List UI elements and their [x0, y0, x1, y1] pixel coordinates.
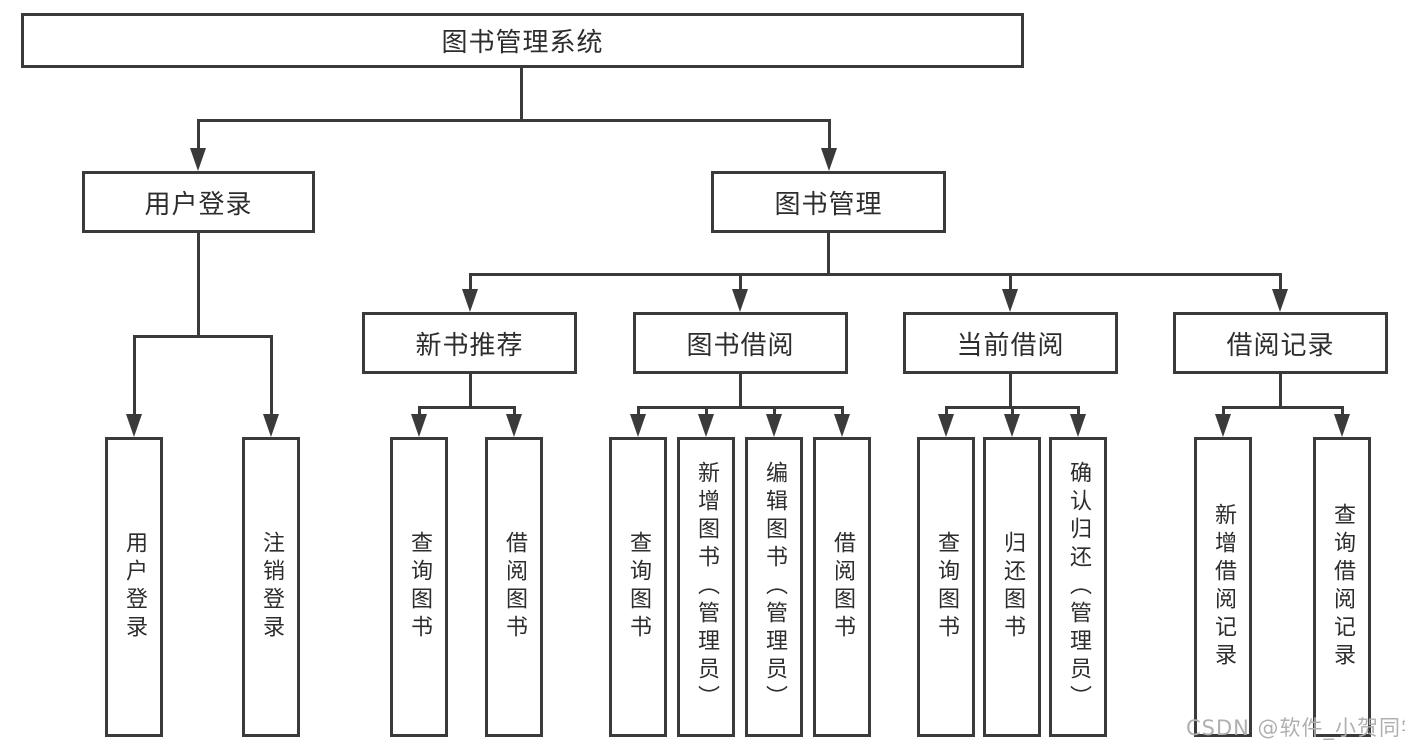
- arrow-down-icon: [190, 148, 206, 171]
- node-current-borrow: 当前借阅: [903, 312, 1118, 374]
- connector-line: [270, 335, 273, 417]
- connector-line: [197, 119, 831, 122]
- connector-line: [469, 374, 472, 408]
- connector-line: [1222, 406, 1344, 409]
- connector-line: [945, 406, 948, 418]
- leaf-add-borrow-record: 新增借阅记录: [1194, 437, 1252, 737]
- node-label: 新书推荐: [415, 330, 524, 361]
- node-label: 当前借阅: [956, 330, 1065, 361]
- leaf-logout: 注销登录: [242, 437, 300, 737]
- node-label: 用户登录: [144, 189, 253, 220]
- arrow-down-icon: [938, 414, 954, 437]
- arrow-down-icon: [411, 414, 427, 437]
- connector-line: [513, 406, 516, 418]
- arrow-down-icon: [732, 289, 748, 312]
- arrow-down-icon: [1004, 414, 1020, 437]
- connector-line: [1011, 406, 1014, 418]
- node-new-book-recommend: 新书推荐: [362, 312, 577, 374]
- connector-line: [133, 335, 273, 338]
- connector-line: [1009, 273, 1012, 293]
- connector-line: [828, 119, 831, 153]
- connector-line: [1009, 374, 1012, 408]
- leaf-query-books-recommend: 查询图书: [390, 437, 448, 737]
- node-book-borrow: 图书借阅: [633, 312, 848, 374]
- arrow-down-icon: [821, 148, 837, 171]
- connector-line: [739, 374, 742, 408]
- arrow-down-icon: [1215, 414, 1231, 437]
- connector-line: [1077, 406, 1080, 418]
- arrow-down-icon: [462, 289, 478, 312]
- node-label: 用户登录: [122, 531, 147, 643]
- node-label: 查询图书: [407, 531, 432, 643]
- arrow-down-icon: [1272, 289, 1288, 312]
- connector-line: [1279, 374, 1282, 408]
- node-label: 查询图书: [934, 531, 959, 643]
- leaf-borrow-books: 借阅图书: [813, 437, 871, 737]
- connector-line: [418, 406, 421, 418]
- node-label: 图书借阅: [686, 330, 795, 361]
- connector-line: [520, 67, 523, 121]
- node-label: 编辑图书（管理员）: [762, 461, 787, 713]
- connector-line: [197, 119, 200, 153]
- node-label: 借阅记录: [1226, 330, 1335, 361]
- leaf-user-login: 用户登录: [105, 437, 163, 737]
- connector-line: [705, 406, 708, 418]
- connector-line: [418, 406, 516, 409]
- node-label: 新增借阅记录: [1211, 503, 1236, 671]
- node-label: 图书管理: [774, 189, 883, 220]
- arrow-down-icon: [506, 414, 522, 437]
- node-label: 注销登录: [259, 531, 284, 643]
- connector-line: [1341, 406, 1344, 418]
- arrow-down-icon: [1334, 414, 1350, 437]
- connector-line: [469, 273, 472, 293]
- leaf-query-books-current: 查询图书: [917, 437, 975, 737]
- connector-line: [773, 406, 776, 418]
- leaf-borrow-books-recommend: 借阅图书: [485, 437, 543, 737]
- connector-line: [1279, 273, 1282, 293]
- leaf-edit-books-admin: 编辑图书（管理员）: [745, 437, 803, 737]
- arrow-down-icon: [834, 414, 850, 437]
- leaf-query-borrow-record: 查询借阅记录: [1313, 437, 1371, 737]
- node-library-system: 图书管理系统: [21, 13, 1024, 68]
- node-label: 确认归还（管理员）: [1066, 461, 1091, 713]
- connector-line: [637, 406, 844, 409]
- leaf-add-books-admin: 新增图书（管理员）: [677, 437, 735, 737]
- arrow-down-icon: [1002, 289, 1018, 312]
- node-label: 图书管理系统: [441, 28, 604, 58]
- arrow-down-icon: [126, 414, 142, 437]
- leaf-return-books: 归还图书: [983, 437, 1041, 737]
- arrow-down-icon: [766, 414, 782, 437]
- arrow-down-icon: [1070, 414, 1086, 437]
- node-user-login: 用户登录: [82, 171, 315, 233]
- arrow-down-icon: [263, 414, 279, 437]
- node-label: 借阅图书: [502, 531, 527, 643]
- connector-line: [739, 273, 742, 293]
- connector-line: [841, 406, 844, 418]
- leaf-query-books-borrow: 查询图书: [609, 437, 667, 737]
- node-borrow-records: 借阅记录: [1173, 312, 1388, 374]
- connector-line: [637, 406, 640, 418]
- node-label: 归还图书: [1000, 531, 1025, 643]
- node-label: 新增图书（管理员）: [694, 461, 719, 713]
- csdn-watermark: CSDN @软件_小贺同学: [1186, 716, 1405, 740]
- connector-line: [1222, 406, 1225, 418]
- node-label: 查询图书: [626, 531, 651, 643]
- connector-line: [133, 335, 136, 417]
- node-book-management: 图书管理: [711, 171, 946, 233]
- arrow-down-icon: [698, 414, 714, 437]
- node-label: 查询借阅记录: [1330, 503, 1355, 671]
- arrow-down-icon: [630, 414, 646, 437]
- connector-line: [197, 233, 200, 337]
- connector-line: [469, 273, 1282, 276]
- connector-line: [827, 233, 830, 275]
- node-label: 借阅图书: [830, 531, 855, 643]
- leaf-confirm-return-admin: 确认归还（管理员）: [1049, 437, 1107, 737]
